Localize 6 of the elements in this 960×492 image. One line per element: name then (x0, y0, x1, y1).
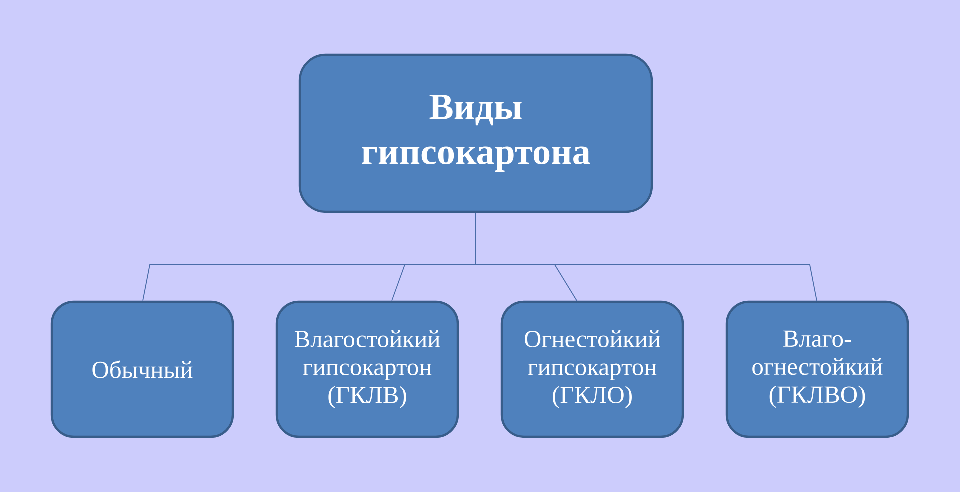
child-box: Обычный (50, 300, 234, 438)
connector-line (476, 212, 818, 302)
root-box: Виды гипсокартона (298, 54, 654, 214)
child-box: Влаго- огнестойкий (ГКЛВО) (726, 300, 910, 438)
child-box: Влагостойкий гипсокартон (ГКЛВ) (276, 300, 460, 438)
child-box: Огнестойкий гипсокартон (ГКЛО) (500, 300, 684, 438)
